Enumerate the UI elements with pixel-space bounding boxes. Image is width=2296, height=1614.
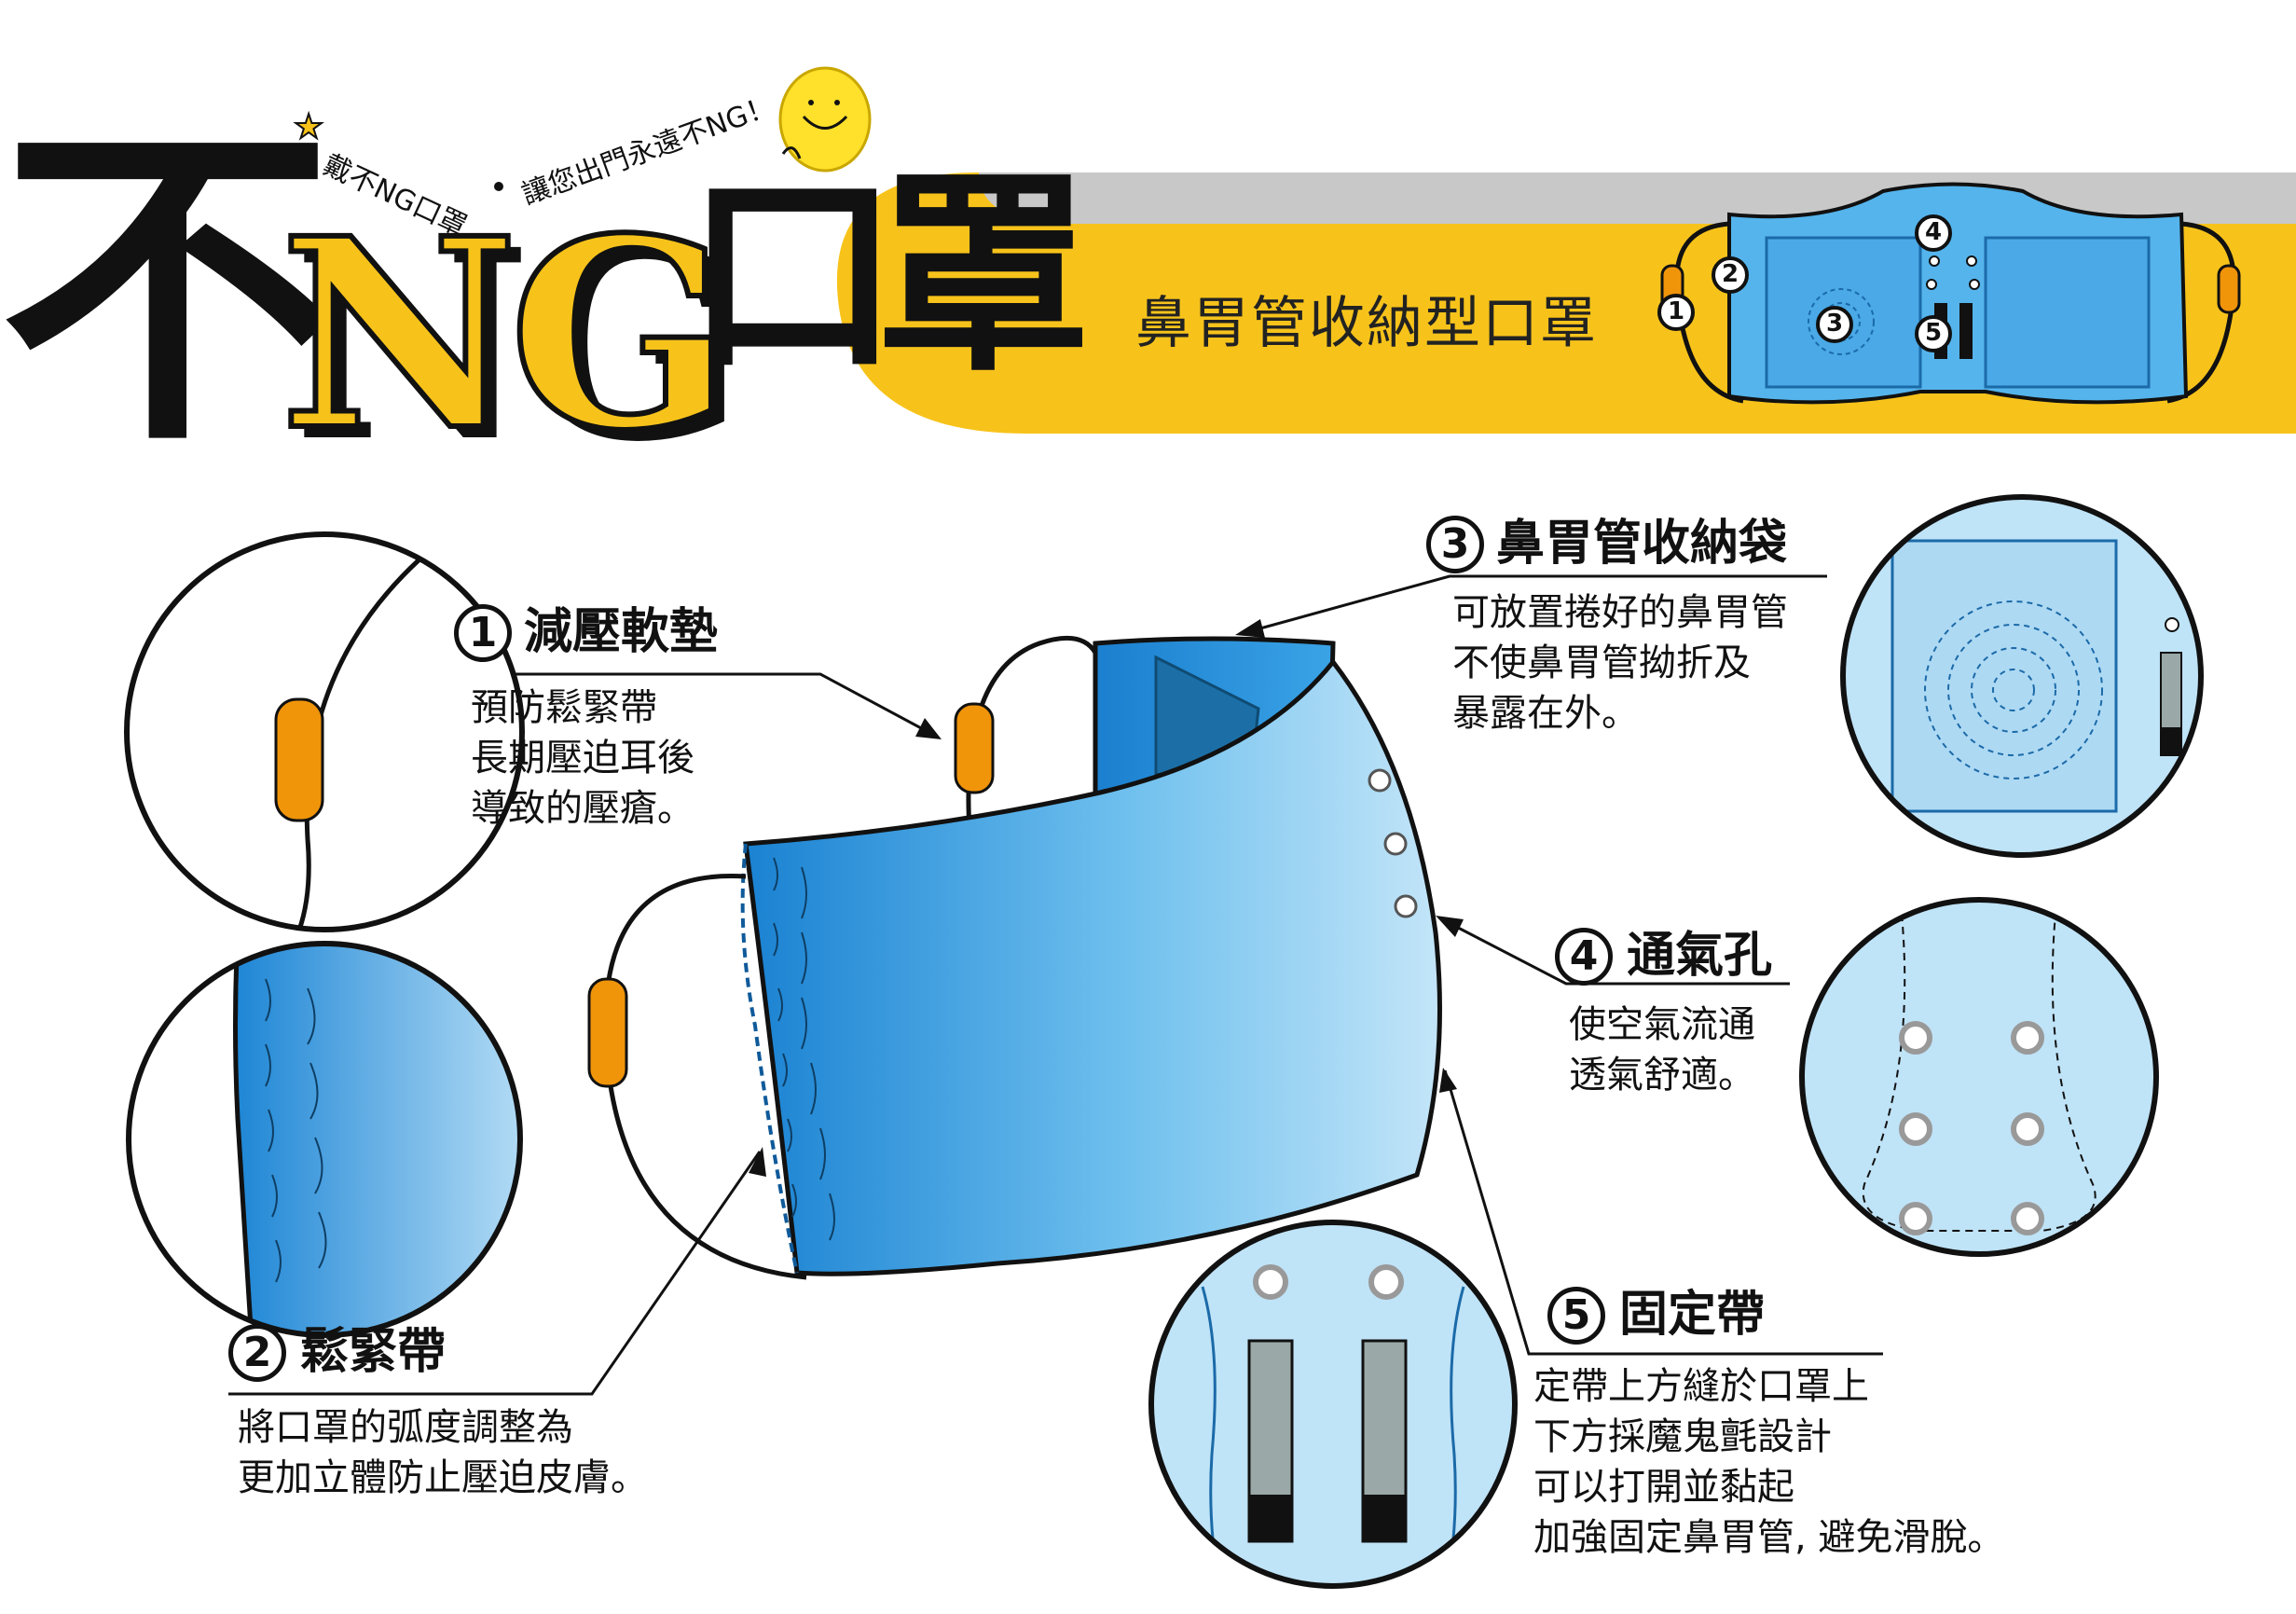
feature-3-title: 鼻胃管收納袋 (1496, 516, 1788, 572)
callout-arrowheads (749, 619, 1464, 1177)
mask-thumbnail (1660, 182, 2241, 405)
slogan-dot (494, 182, 503, 191)
feature-5-line-4: 加強固定鼻胃管, 避免滑脫。 (1533, 1516, 2005, 1559)
feature-3-line-1: 可放置捲好的鼻胃管 (1452, 591, 1788, 634)
arrowhead-4 (1436, 916, 1464, 937)
feature-4-title: 通氣孔 (1627, 928, 1773, 984)
title-ng: NG (277, 182, 735, 489)
title-char-zhao: 罩 (876, 149, 1092, 401)
feature-3-line-2: 不使鼻胃管拗折及 (1452, 641, 1751, 684)
thumb-pad-right (2217, 264, 2241, 314)
thumb-label-2: 2 (1712, 256, 1749, 294)
feature-1-line-1: 預防鬆緊帶 (471, 686, 657, 729)
feature-2-line-1: 將口罩的弧度調整為 (238, 1406, 573, 1449)
thumb-label-5: 5 (1915, 315, 1952, 352)
zoom-elastic (126, 941, 523, 1338)
vent-hole (1383, 832, 1408, 856)
feature-5-line-3: 可以打開並黏起 (1533, 1466, 1794, 1509)
leader-4 (1439, 917, 1790, 986)
feature-5-line-1: 定帶上方縫於口罩上 (1533, 1365, 1869, 1408)
zoom-vents (1799, 897, 2159, 1257)
feature-4-number: 4 (1555, 928, 1613, 986)
leader-2 (228, 1151, 762, 1396)
feature-5-title: 固定帶 (1619, 1287, 1766, 1343)
feature-5-line-2: 下方採魔鬼氈設計 (1533, 1415, 1832, 1458)
page-subtitle: 鼻胃管收納型口罩 (1135, 291, 1598, 356)
feature-5-number: 5 (1547, 1287, 1605, 1345)
feature-4-line-2: 透氣舒適。 (1569, 1054, 1755, 1097)
feature-2-title: 鬆緊帶 (300, 1324, 447, 1380)
arrowhead-2 (749, 1147, 766, 1177)
pleat-marks (773, 857, 835, 1241)
zoom-straps (1148, 1220, 1518, 1589)
thumb-label-4: 4 (1915, 214, 1952, 252)
arrowhead-3 (1235, 619, 1265, 638)
leader-3 (1239, 574, 1827, 636)
callout-lines (228, 574, 1883, 1396)
arrowhead-1 (915, 718, 942, 739)
thumb-label-1: 1 (1657, 294, 1695, 331)
feature-2-line-2: 更加立體防止壓迫皮膚。 (238, 1456, 648, 1499)
vent-hole (1394, 894, 1418, 918)
feature-1-line-2: 長期壓迫耳後 (471, 737, 694, 779)
leader-1 (452, 672, 938, 738)
feature-3-number: 3 (1426, 516, 1484, 573)
ear-pad-front (587, 977, 628, 1088)
star-icon: ★ (294, 108, 323, 146)
title-char-kou: 口 (685, 149, 901, 401)
feature-1-number: 1 (454, 604, 512, 662)
balloon-icon (778, 66, 872, 172)
feature-4-line-1: 使空氣流通 (1569, 1003, 1755, 1046)
thumb-label-3: 3 (1816, 306, 1853, 343)
arrowhead-5 (1439, 1068, 1457, 1093)
gathered-edge (740, 843, 799, 1274)
title-char-bu: 不 (0, 91, 336, 486)
mask-body (743, 657, 1442, 1276)
zoom-ear-pad (124, 531, 525, 932)
leader-5 (1443, 1069, 1883, 1356)
mask-illustration (587, 635, 1442, 1280)
feature-2-number: 2 (228, 1324, 286, 1382)
zoom-pocket (1840, 494, 2204, 858)
vent-hole (1368, 768, 1392, 793)
feature-1-line-3: 導致的壓瘡。 (471, 787, 694, 830)
feature-1-title: 減壓軟墊 (524, 604, 719, 660)
ear-pad-back (954, 702, 995, 794)
feature-3-line-3: 暴露在外。 (1452, 692, 1639, 735)
